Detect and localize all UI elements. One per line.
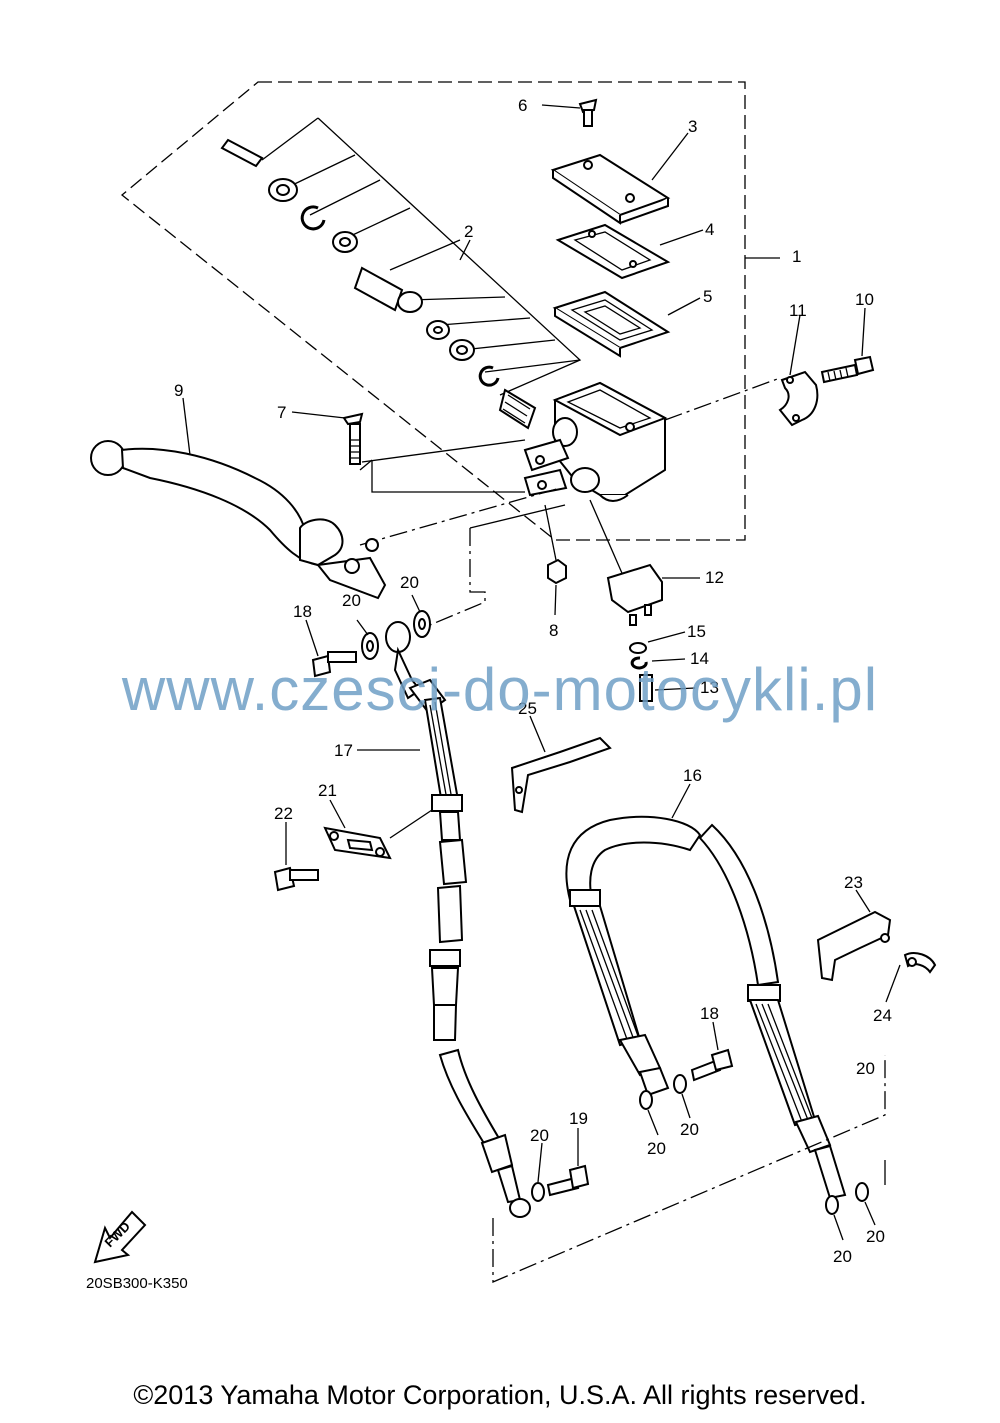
callout-8: 8	[549, 621, 558, 640]
callout-15: 15	[687, 622, 706, 641]
master-cylinder-body	[523, 381, 668, 502]
diaphragm	[552, 290, 671, 358]
brake-hose-17	[385, 621, 531, 1218]
piston-cup-2	[332, 231, 358, 253]
washer-internal	[426, 320, 450, 340]
fwd-arrow-icon: FWD	[93, 1210, 147, 1264]
brake-switch	[606, 563, 663, 626]
push-rod	[220, 138, 264, 168]
callout-16: 16	[683, 766, 702, 785]
callout-10: 10	[855, 290, 874, 309]
hose-guide	[323, 826, 392, 860]
callout-20f: 20	[833, 1247, 852, 1266]
callout-18a: 18	[293, 602, 312, 621]
callout-2: 2	[464, 222, 473, 241]
callout-7: 7	[277, 403, 286, 422]
washer-15	[629, 642, 647, 654]
bracket-25	[510, 736, 612, 814]
reservoir-cap	[550, 153, 671, 225]
washer-20b	[413, 610, 431, 638]
callout-21: 21	[318, 781, 337, 800]
union-bolt-19	[546, 1164, 590, 1197]
callout-12: 12	[705, 568, 724, 587]
assembly-outline	[120, 81, 746, 541]
union-bolt-18a	[311, 651, 357, 678]
copyright-notice: ©2013 Yamaha Motor Corporation, U.S.A. A…	[133, 1380, 867, 1410]
holder	[778, 370, 819, 427]
callout-22: 22	[274, 804, 293, 823]
brake-lever	[90, 440, 387, 600]
callout-4: 4	[705, 220, 714, 239]
kit-bracket	[317, 117, 582, 396]
watermark: www.czesci-do-motocykli.pl	[121, 656, 879, 723]
washer-20g	[531, 1182, 545, 1202]
catalog-code: 20SB300-K350	[86, 1275, 188, 1292]
circlip	[300, 205, 326, 231]
callout-20a: 20	[342, 591, 361, 610]
callout-20e: 20	[680, 1120, 699, 1139]
washer-20f	[855, 1182, 869, 1202]
brake-hose-16	[565, 815, 847, 1200]
piston-cup-1	[268, 178, 298, 202]
snap-ring	[478, 365, 500, 387]
piston	[353, 266, 423, 313]
callout-6: 6	[518, 96, 527, 115]
callout-18b: 18	[700, 1004, 719, 1023]
callout-20b: 20	[400, 573, 419, 592]
bolt-22	[273, 866, 319, 892]
callout-1: 1	[792, 247, 801, 266]
callout-25: 25	[518, 699, 537, 718]
callout-11: 11	[789, 301, 807, 320]
callout-13: 13	[700, 678, 719, 697]
callout-3: 3	[688, 117, 697, 136]
hose-clip	[903, 952, 937, 974]
pin-bolt	[342, 412, 364, 465]
callout-9: 9	[174, 381, 183, 400]
washer-20a	[361, 632, 379, 660]
spring	[498, 388, 537, 430]
washer-20e	[825, 1195, 839, 1215]
callout-19: 19	[569, 1109, 588, 1128]
nut	[547, 558, 567, 585]
callout-5: 5	[703, 287, 712, 306]
piston-cup-3	[449, 339, 475, 361]
union-bolt-18b	[690, 1048, 734, 1082]
callout-14: 14	[690, 649, 709, 668]
callout-17: 17	[334, 741, 353, 760]
callout-24: 24	[873, 1006, 892, 1025]
washer-20d	[673, 1074, 687, 1094]
screw-6	[578, 98, 598, 127]
diaphragm-plate	[555, 223, 671, 280]
caliper-box	[492, 1055, 886, 1283]
callout-20h: 20	[856, 1059, 875, 1078]
bolt-10	[820, 355, 875, 384]
screw-13	[639, 674, 653, 702]
washer-20c	[639, 1090, 653, 1110]
callout-20c: 20	[530, 1126, 549, 1145]
callout-20g: 20	[866, 1227, 885, 1246]
callout-23: 23	[844, 873, 863, 892]
circlip-14	[630, 656, 648, 670]
bracket-23	[816, 910, 892, 982]
callout-20d: 20	[647, 1139, 666, 1158]
